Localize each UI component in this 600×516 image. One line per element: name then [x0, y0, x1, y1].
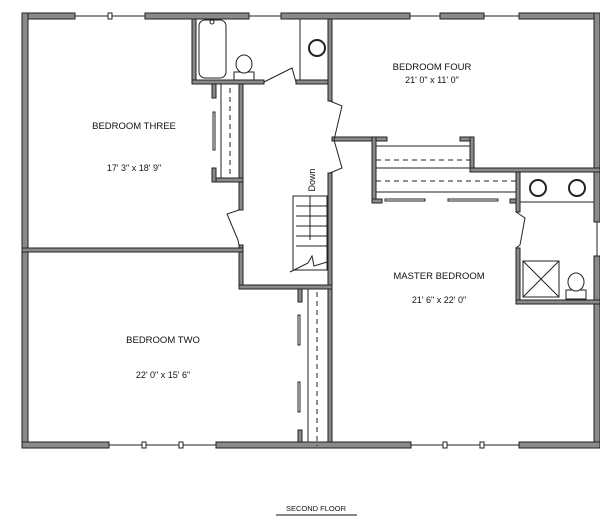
windows	[75, 12, 598, 449]
floor-title: SECOND FLOOR	[286, 504, 347, 513]
master-bedroom-size: 21' 6" x 22' 0"	[412, 295, 466, 305]
bedroom-two-size: 22' 0" x 15' 6"	[136, 370, 190, 380]
sink	[308, 39, 326, 57]
bedroom-four-size: 21' 0" x 11' 0"	[405, 75, 459, 85]
sink	[529, 179, 547, 197]
stairs	[289, 195, 328, 273]
doors	[226, 67, 526, 249]
bedroom-three-size: 17' 3" x 18' 9"	[107, 163, 161, 173]
fixtures	[198, 19, 587, 300]
bedroom-three-name: BEDROOM THREE	[92, 121, 176, 132]
master-bedroom-name: MASTER BEDROOM	[393, 271, 484, 282]
bedroom-two-name: BEDROOM TWO	[126, 335, 200, 346]
stairs-label: Down	[307, 168, 317, 191]
sink	[568, 179, 586, 197]
exterior-walls	[21, 12, 600, 449]
bathtub	[198, 19, 227, 79]
interior-walls	[21, 18, 600, 446]
bedroom-four-name: BEDROOM FOUR	[393, 62, 472, 73]
